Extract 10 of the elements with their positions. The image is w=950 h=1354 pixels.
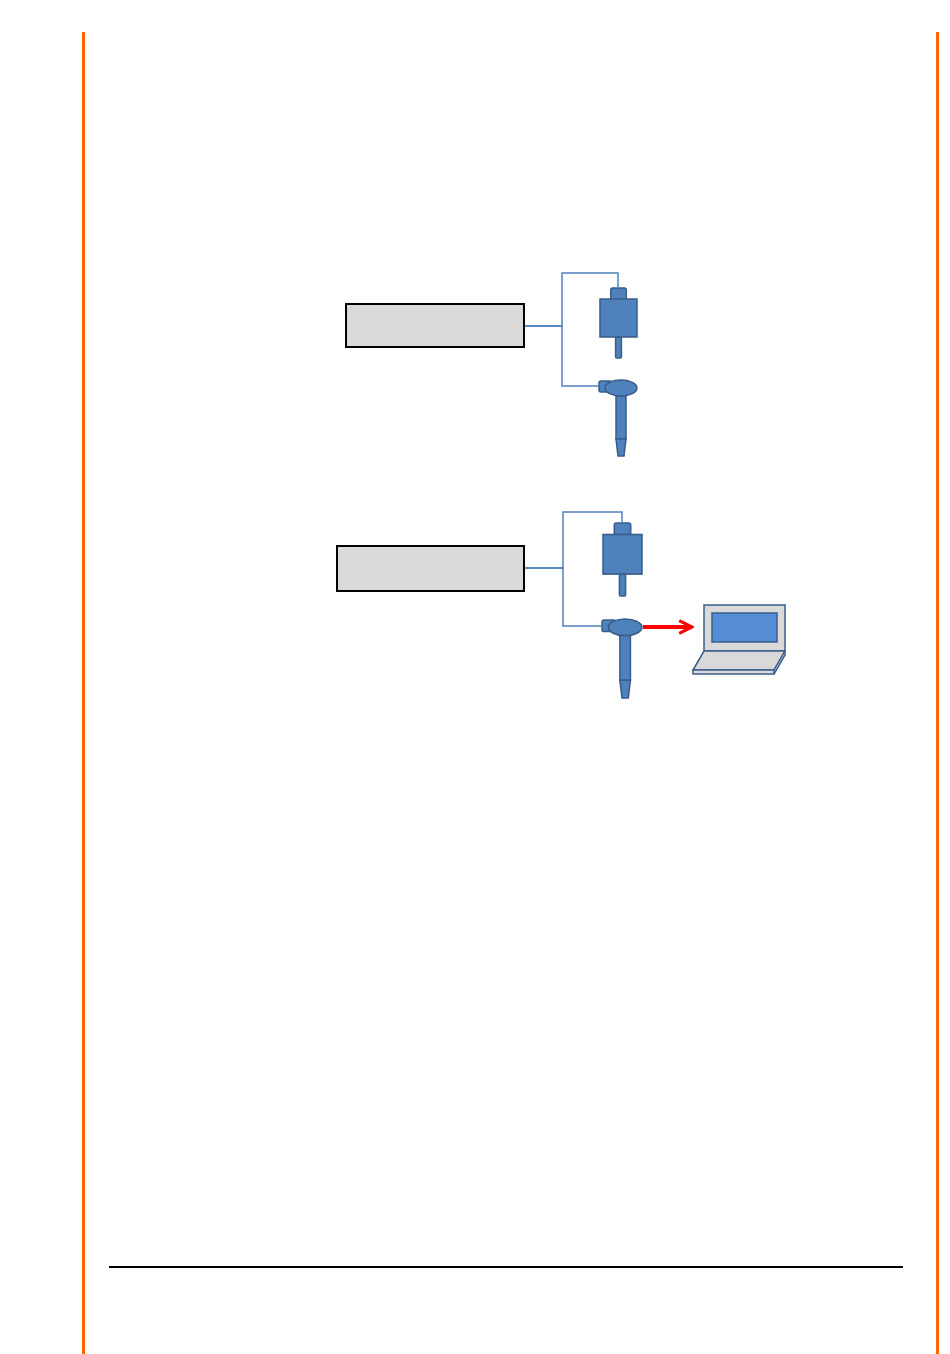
handpiece-drawing <box>601 618 643 699</box>
laptop-icon <box>692 604 786 675</box>
cable <box>524 325 599 387</box>
arrow <box>643 619 694 635</box>
sensor-drawing <box>599 287 638 359</box>
device-box <box>336 545 525 592</box>
device-box <box>345 303 525 348</box>
sensor-drawing <box>602 522 643 597</box>
cable <box>524 567 602 627</box>
handpiece-drawing <box>598 379 638 457</box>
